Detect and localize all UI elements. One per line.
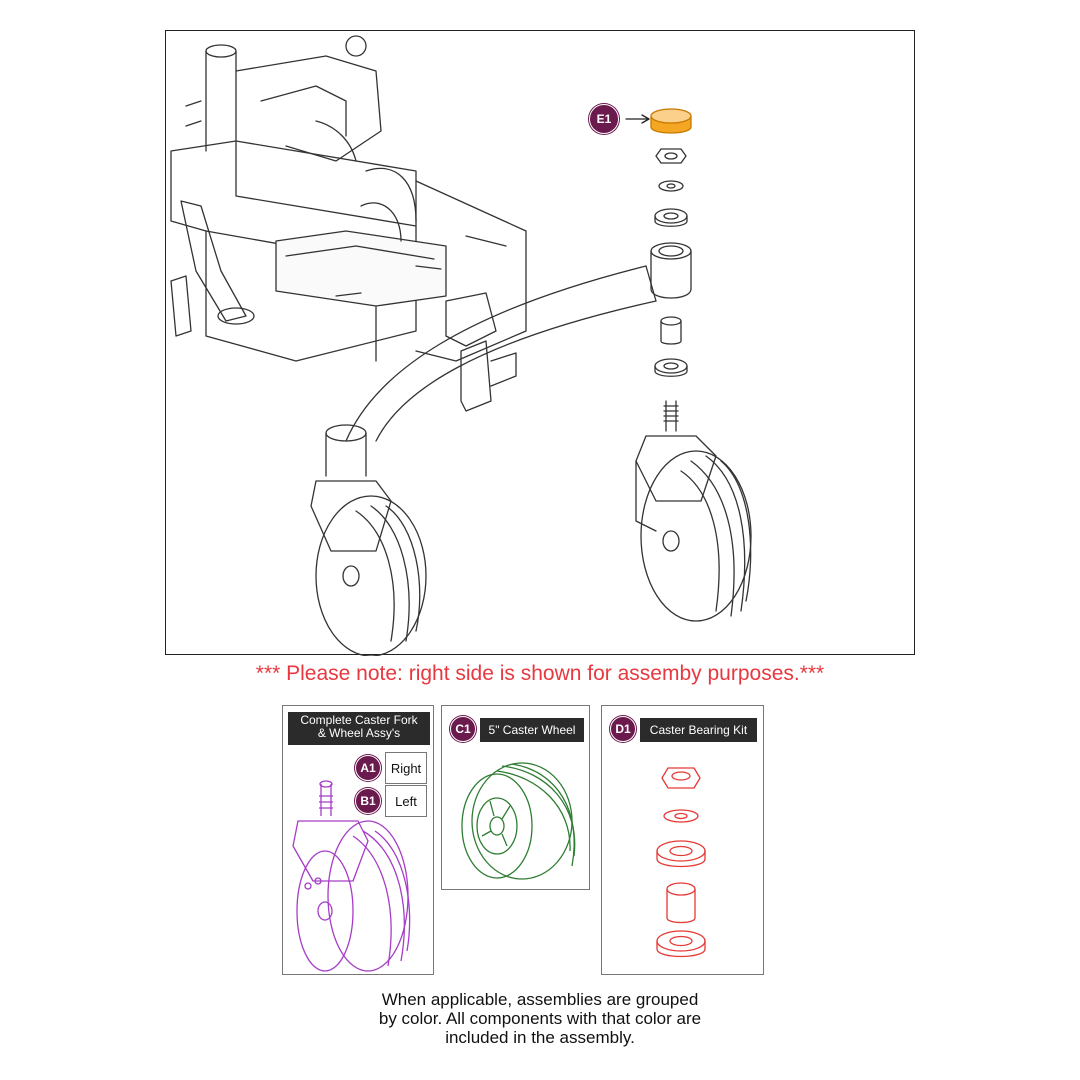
- badge-d1: D1: [610, 716, 636, 742]
- variant-label-left: Left: [385, 785, 427, 817]
- badge-b1: B1: [355, 788, 381, 814]
- footnote-line2: by color. All components with that color…: [378, 1009, 702, 1028]
- footnote-line3: included in the assembly.: [445, 1028, 635, 1047]
- caster-wheel-drawing: [461, 762, 576, 880]
- badge-a1: A1: [355, 755, 381, 781]
- variant-label-right: Right: [385, 752, 427, 784]
- frame-arm-drawing: [345, 265, 657, 442]
- receiver-tube-drawing: [650, 242, 692, 299]
- assembly-panel-title: Complete Caster Fork & Wheel Assy's: [288, 712, 430, 745]
- hardware-stack-drawing: [650, 108, 692, 377]
- callout-badge-e1: E1: [589, 104, 619, 134]
- badge-c1: C1: [450, 716, 476, 742]
- right-caster-drawing: [635, 400, 752, 622]
- variant-row-right: A1 Right: [355, 752, 427, 784]
- color-grouping-footnote: When applicable, assemblies are grouped …: [0, 990, 1080, 1047]
- bearing-panel: D1 Caster Bearing Kit: [601, 705, 764, 975]
- exploded-view-drawing: [170, 35, 752, 656]
- caster-fork-wheel-drawing: [292, 780, 411, 972]
- wheel-panel-title: 5" Caster Wheel: [480, 718, 584, 742]
- chassis-drawing: [170, 35, 527, 362]
- assembly-note: *** Please note: right side is shown for…: [255, 662, 825, 685]
- left-caster-drawing: [310, 424, 427, 656]
- footnote-line1: When applicable, assemblies are grouped: [381, 990, 699, 1009]
- wheel-panel: C1 5" Caster Wheel: [441, 705, 590, 890]
- assembly-panel: Complete Caster Fork & Wheel Assy's A1 R…: [282, 705, 434, 975]
- assembly-title-line2: & Wheel Assy's: [317, 726, 401, 740]
- bearing-panel-title: Caster Bearing Kit: [640, 718, 757, 742]
- variant-row-left: B1 Left: [355, 785, 427, 817]
- bearing-kit-drawing: [656, 767, 706, 958]
- exploded-view-frame: E1: [165, 30, 915, 656]
- assembly-title-line1: Complete Caster Fork: [300, 713, 418, 727]
